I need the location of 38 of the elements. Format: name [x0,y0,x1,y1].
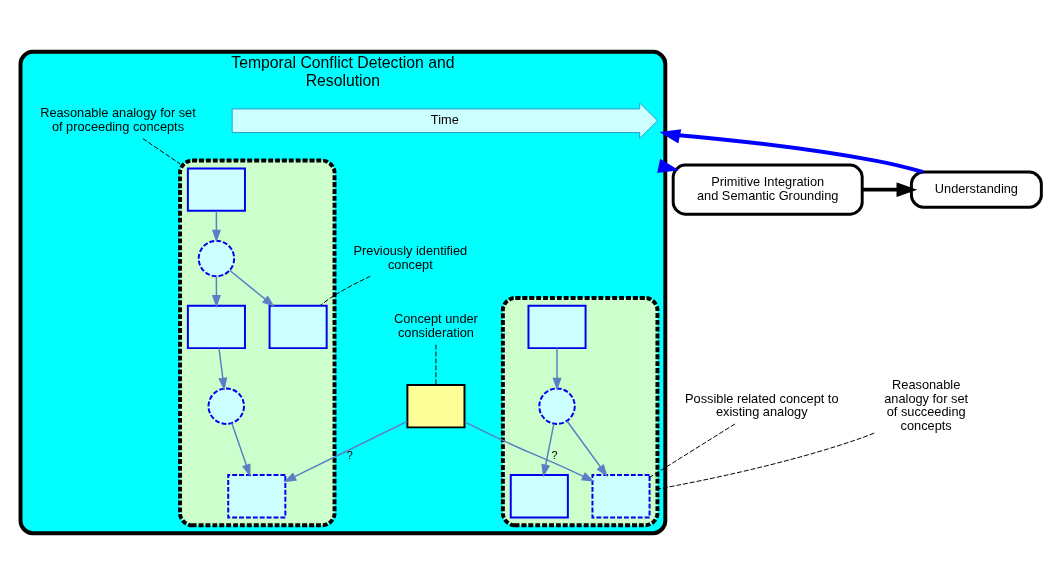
connector [656,432,875,490]
node-box: Understanding [909,169,1043,209]
arrow [218,347,228,391]
arrow [566,419,608,477]
node-circle [538,387,576,425]
arrow [541,422,555,477]
node-text: Reasonable analogy for set of proceeding concepts [40,104,196,134]
edge-label: ? [346,448,353,461]
node-box [186,304,246,349]
node-box [591,473,651,518]
node-text: Concept under consideration [394,310,478,340]
arrow [211,209,221,243]
node-box [186,166,246,212]
node-box [227,473,287,518]
cluster [178,158,337,527]
arrow [283,420,408,482]
connector [319,275,371,306]
connector [435,343,437,385]
arrow [211,275,221,308]
cluster [500,295,660,527]
arrow [862,181,918,197]
node-box [527,304,587,349]
edge-label: ? [551,448,558,461]
arrow [231,422,251,477]
node-box [509,473,569,518]
connector [649,422,736,478]
arrow [229,269,275,307]
connector [142,137,181,164]
node-text: Possible related concept to existing analogy [685,390,839,419]
node-circle [197,239,236,277]
node-circle [207,387,245,425]
node-box: Primitive Integration and Semantic Grounding [671,163,864,216]
node-box [406,383,466,428]
node-box [268,304,328,349]
arrow [463,420,595,482]
node-text: Previously identified concept [353,242,468,272]
node-text: Reasonable analogy for set of succeeding concepts [884,376,969,433]
arrow [552,347,562,391]
